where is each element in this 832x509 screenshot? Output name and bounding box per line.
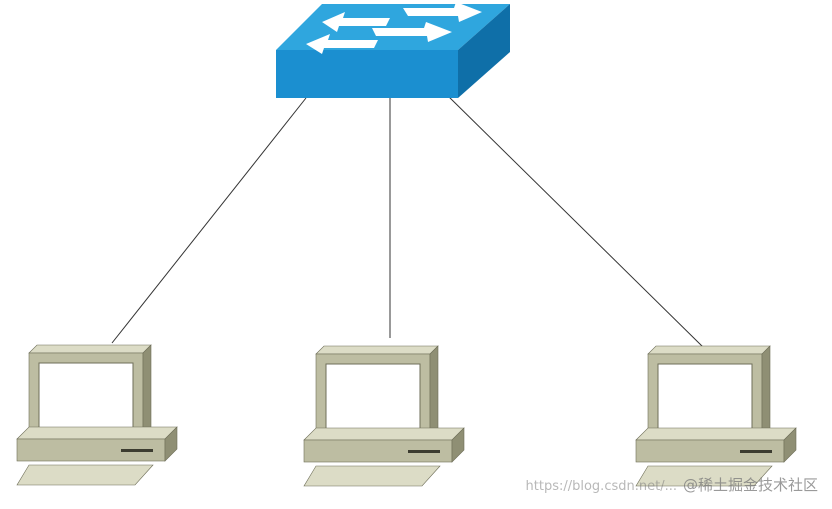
monitor-screen (325, 363, 421, 431)
link-switch-pc-right (445, 93, 705, 349)
computer-icon-right (635, 345, 797, 487)
keyboard (635, 465, 773, 487)
base-top (635, 427, 797, 441)
switch-side-face (458, 4, 510, 98)
network-links (111, 90, 705, 349)
switch-arrow-right-2 (372, 22, 452, 42)
monitor-top (647, 345, 771, 355)
base-side (164, 426, 178, 462)
drive-slot (408, 450, 440, 453)
switch-arrow-right-1 (403, 2, 482, 22)
monitor-side (429, 345, 439, 441)
computer-icon-left (16, 344, 178, 486)
base-side (451, 427, 465, 463)
keyboard (16, 464, 154, 486)
drive-slot (121, 449, 153, 452)
base-top (16, 426, 178, 440)
switch-arrow-left-2 (306, 34, 378, 54)
computer-icon-middle (303, 345, 465, 487)
keyboard (303, 465, 441, 487)
monitor-side (761, 345, 771, 441)
switch-arrow-left-1 (322, 12, 390, 32)
watermark-text: @稀土掘金技术社区 (682, 476, 818, 494)
monitor-screen (657, 363, 753, 431)
monitor-top (315, 345, 439, 355)
watermark: https://blog.csdn.net/... @稀土掘金技术社区 (526, 474, 818, 495)
monitor-screen (38, 362, 134, 430)
link-switch-pc-left (111, 97, 307, 344)
drive-slot (740, 450, 772, 453)
monitor-side (142, 344, 152, 440)
base-side (783, 427, 797, 463)
base-top (303, 427, 465, 441)
switch-front-face (276, 50, 458, 98)
watermark-url: https://blog.csdn.net/... (525, 479, 677, 494)
monitor-top (28, 344, 152, 354)
network-switch-icon (276, 2, 510, 98)
